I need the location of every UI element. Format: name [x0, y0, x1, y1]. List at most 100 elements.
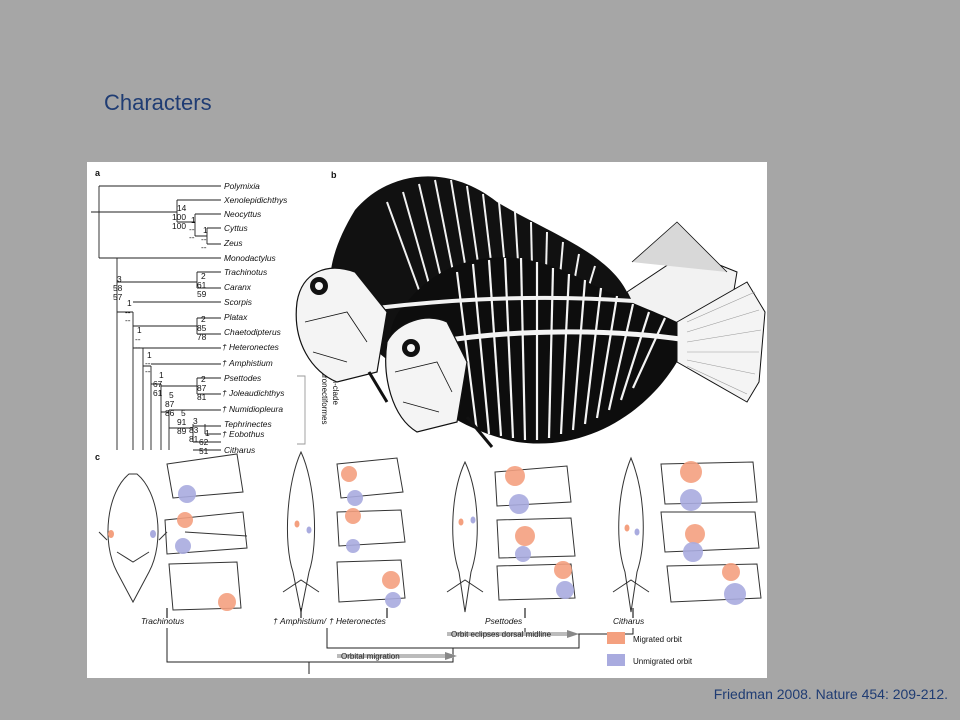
support-value: 61 — [197, 280, 207, 290]
support-value: 51 — [199, 446, 209, 456]
fossil-marker: † — [222, 342, 227, 352]
support-value: 91 — [177, 417, 187, 427]
support-value: 57 — [113, 292, 123, 302]
orbit-legend: Migrated orbit Unmigrated orbit — [607, 632, 693, 666]
taxon-trachinotus: Trachinotus — [224, 267, 268, 277]
citation: Friedman 2008. Nature 454: 209-212. — [713, 686, 948, 702]
taxon-caranx: Caranx — [224, 282, 252, 292]
crown-clade-bracket: Crown-clade Pleuronectiformes — [297, 360, 340, 445]
support-value: 1 — [137, 325, 142, 335]
support-value: 78 — [197, 332, 207, 342]
support-value: -- — [145, 366, 151, 376]
taxon-numidiopleura: Numidiopleura — [229, 404, 283, 414]
taxon-neocyttus: Neocyttus — [224, 209, 262, 219]
label-psettodes: Psettodes — [485, 616, 523, 626]
legend-label-migrated: Migrated orbit — [633, 635, 683, 644]
taxon-list: Polymixia Xenolepidichthys Neocyttus Cyt… — [222, 181, 288, 455]
support-value: 3 — [193, 416, 198, 426]
taxon-citharus: Citharus — [224, 445, 256, 455]
taxon-cyttus: Cyttus — [224, 223, 249, 233]
support-value: 2 — [201, 314, 206, 324]
fish-skeleton-illustration — [295, 176, 766, 448]
eclipse-label: Orbit eclipses dorsal midline — [451, 630, 552, 639]
panel-b-label: b — [331, 170, 337, 180]
support-value: -- — [135, 334, 141, 344]
support-value: 100 — [172, 212, 186, 222]
support-value: -- — [189, 232, 195, 242]
panel-c-taxon-labels: Trachinotus † Amphistium/ † Heteronectes… — [141, 608, 645, 626]
support-value: -- — [145, 358, 151, 368]
support-value: 14 — [177, 203, 187, 213]
label-citharus: Citharus — [613, 616, 645, 626]
support-value: 1 — [127, 298, 132, 308]
taxon-xenolepidichthys: Xenolepidichthys — [223, 195, 288, 205]
support-value: 67 — [153, 379, 163, 389]
legend-swatch-unmigrated — [607, 654, 625, 666]
support-value: -- — [201, 234, 207, 244]
support-value: 1 — [205, 428, 210, 438]
migration-label: Orbital migration — [341, 652, 400, 661]
support-value: 59 — [197, 289, 207, 299]
support-value: 89 — [177, 426, 187, 436]
legend-swatch-migrated — [607, 632, 625, 644]
support-value: 2 — [201, 374, 206, 384]
figure-image: a b c Polymixia Xenolepidichthys Neocytt… — [87, 162, 767, 678]
taxon-psettodes: Psettodes — [224, 373, 262, 383]
support-value: 1 — [191, 215, 196, 225]
support-value: 85 — [197, 323, 207, 333]
legend-label-unmigrated: Unmigrated orbit — [633, 657, 693, 666]
taxon-heteronectes: Heteronectes — [229, 342, 280, 352]
support-value: 87 — [197, 383, 207, 393]
support-value: -- — [125, 307, 131, 317]
fossil-marker: † — [329, 616, 334, 626]
panel-a-label: a — [95, 168, 101, 178]
taxon-chaetodipterus: Chaetodipterus — [224, 327, 282, 337]
fossil-marker: † — [222, 388, 227, 398]
label-amphistium: Amphistium/ — [279, 616, 328, 626]
label-heteronectes: Heteronectes — [336, 616, 387, 626]
support-value: 87 — [165, 399, 175, 409]
figure-svg: a b c Polymixia Xenolepidichthys Neocytt… — [91, 168, 766, 674]
taxon-polymixia: Polymixia — [224, 181, 260, 191]
orbit-comparison-drawings — [98, 450, 762, 613]
support-value: 2 — [201, 271, 206, 281]
support-value: -- — [135, 342, 141, 352]
support-value: -- — [189, 224, 195, 234]
panel-c-label: c — [95, 452, 100, 462]
pleuronectiformes-label: Pleuronectiformes — [320, 360, 329, 424]
label-trachinotus: Trachinotus — [141, 616, 185, 626]
taxon-joleaudichthys: Joleaudichthys — [228, 388, 285, 398]
support-value: 3 — [117, 274, 122, 284]
support-value: 1 — [147, 350, 152, 360]
support-value: 86 — [165, 408, 175, 418]
support-value: 83 — [189, 425, 199, 435]
fossil-marker: † — [222, 429, 227, 439]
support-values: 14 100 100 1 -- -- 1 -- -- 3 58 57 2 61 … — [113, 203, 210, 456]
support-value: 61 — [153, 388, 163, 398]
fossil-marker: † — [222, 358, 227, 368]
support-value: -- — [125, 315, 131, 325]
taxon-eobothus: Eobothus — [229, 429, 265, 439]
taxon-platax: Platax — [224, 312, 248, 322]
taxon-zeus: Zeus — [223, 238, 243, 248]
migration-arrowhead — [445, 652, 457, 660]
crown-clade-label: Crown-clade — [331, 360, 340, 405]
taxon-amphistium: Amphistium — [228, 358, 273, 368]
support-value: 62 — [199, 437, 209, 447]
fossil-marker: † — [222, 404, 227, 414]
slide-title: Characters — [104, 90, 212, 115]
support-value: 5 — [169, 390, 174, 400]
support-value: 1 — [203, 225, 208, 235]
fossil-marker: † — [273, 616, 278, 626]
support-value: 100 — [172, 221, 186, 231]
support-value: 81 — [189, 434, 199, 444]
taxon-scorpis: Scorpis — [224, 297, 253, 307]
support-value: -- — [201, 242, 207, 252]
support-value: 1 — [159, 370, 164, 380]
taxon-monodactylus: Monodactylus — [224, 253, 276, 263]
support-value: 58 — [113, 283, 123, 293]
support-value: 5 — [181, 408, 186, 418]
taxon-tephrinectes: Tephrinectes — [224, 419, 272, 429]
cladogram — [91, 185, 221, 451]
eclipse-arrowhead — [567, 630, 579, 638]
